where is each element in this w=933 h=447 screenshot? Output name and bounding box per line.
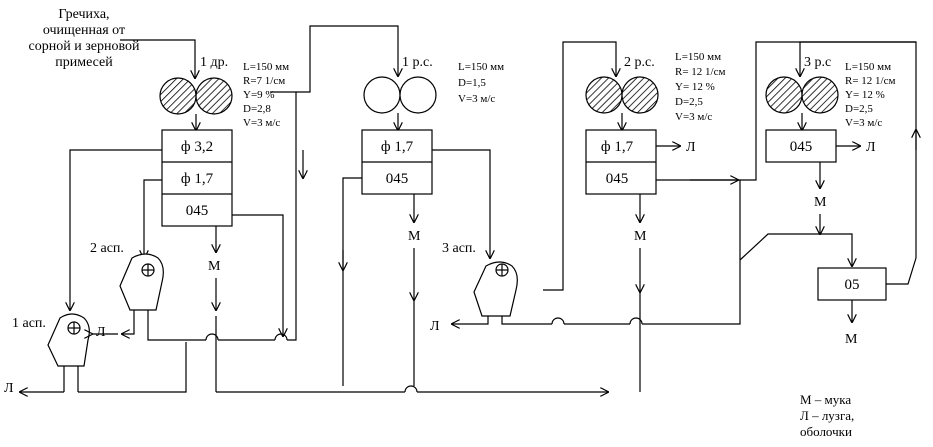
aspirator-2: 2 асп. bbox=[90, 241, 164, 311]
machine-4-label: 3 р.с bbox=[804, 55, 831, 70]
sifter-2: ф 1,7 045 bbox=[361, 129, 433, 195]
machine-1: 1 др. L=150 мм R=7 1/см Y=9 % D=2,8 V=3 … bbox=[159, 55, 289, 129]
roll-icon bbox=[159, 77, 197, 115]
sifter-1: ф 3,2 ф 1,7 045 bbox=[161, 129, 233, 227]
input-label-line-3: сорной и зерновой bbox=[29, 39, 140, 54]
roll-icon bbox=[621, 76, 659, 114]
machine-2-param: L=150 мм bbox=[458, 61, 504, 73]
machine-3-param: R= 12 1/см bbox=[675, 66, 725, 78]
husk-output-label: Л bbox=[866, 140, 876, 155]
machine-4-param: V=3 м/с bbox=[845, 117, 882, 129]
roll-icon bbox=[585, 76, 623, 114]
sifter-3-fraction-1: ф 1,7 bbox=[601, 139, 634, 155]
roll-icon bbox=[399, 76, 437, 114]
input-flow-line bbox=[120, 39, 195, 78]
machine-2-param: V=3 м/с bbox=[458, 93, 495, 105]
machine-1-param: R=7 1/см bbox=[243, 75, 285, 87]
machine-4-param: L=150 мм bbox=[845, 61, 891, 73]
sifter-1-fraction-1: ф 3,2 bbox=[181, 139, 213, 155]
sifter-3: ф 1,7 045 bbox=[585, 129, 657, 195]
husk-output-label: Л bbox=[430, 319, 440, 334]
input-label-line-4: примесей bbox=[55, 55, 113, 70]
husk-output-label: Л bbox=[4, 381, 14, 396]
machine-3-label: 2 р.с. bbox=[624, 55, 655, 70]
sifter-2-fraction-1: ф 1,7 bbox=[381, 139, 414, 155]
machine-4-param: R= 12 1/см bbox=[845, 75, 895, 87]
legend-item: оболочки bbox=[800, 424, 852, 439]
machine-3-param: V=3 м/с bbox=[675, 111, 712, 123]
machine-2: 1 р.с. L=150 мм D=1,5 V=3 м/с bbox=[363, 55, 504, 114]
flour-output-label: М bbox=[634, 229, 647, 244]
sifter-4: 045 bbox=[765, 129, 837, 163]
machine-3-param: D=2,5 bbox=[675, 96, 703, 108]
machine-1-param: L=150 мм bbox=[243, 61, 289, 73]
legend-item: М – мука bbox=[800, 392, 851, 407]
machine-1-param: Y=9 % bbox=[243, 89, 275, 101]
aspirator-3-label: 3 асп. bbox=[442, 241, 476, 256]
machine-1-label: 1 др. bbox=[200, 55, 228, 70]
aspirator-1: 1 асп. bbox=[12, 313, 90, 367]
husk-output-label: Л bbox=[96, 325, 106, 340]
machine-1-param: D=2,8 bbox=[243, 103, 271, 115]
machine-3: 2 р.с. L=150 мм R= 12 1/см Y= 12 % D=2,5… bbox=[585, 51, 725, 123]
aspirator-2-label: 2 асп. bbox=[90, 241, 124, 256]
sifter-4-fraction-1: 045 bbox=[790, 139, 813, 155]
aspirator-3: 3 асп. bbox=[442, 241, 518, 317]
machine-4-param: Y= 12 % bbox=[845, 89, 885, 101]
flour-output-label: М bbox=[814, 195, 827, 210]
input-label-line-2: очищенная от bbox=[43, 23, 125, 38]
roll-icon bbox=[195, 77, 233, 115]
sifter-1-fraction-3: 045 bbox=[186, 203, 209, 219]
input-label: Гречиха, очищенная от сорной и зерновой … bbox=[29, 7, 140, 70]
husk-output-label: Л bbox=[686, 140, 696, 155]
flour-output-label: М bbox=[408, 229, 421, 244]
machine-2-label: 1 р.с. bbox=[402, 55, 433, 70]
sifter-5: 05 bbox=[817, 267, 887, 301]
flour-output-label: М bbox=[208, 259, 221, 274]
roll-icon bbox=[801, 76, 839, 114]
machine-2-param: D=1,5 bbox=[458, 77, 486, 89]
flour-output-label: М bbox=[845, 332, 858, 347]
roll-icon bbox=[765, 76, 803, 114]
machine-4-param: D=2,5 bbox=[845, 103, 873, 115]
input-label-line-1: Гречиха, bbox=[58, 7, 109, 22]
machine-3-param: L=150 мм bbox=[675, 51, 721, 63]
machine-4: 3 р.с L=150 мм R= 12 1/см Y= 12 % D=2,5 … bbox=[765, 55, 895, 129]
sifter-5-fraction-1: 05 bbox=[845, 277, 860, 293]
roll-icon bbox=[363, 76, 401, 114]
machine-3-param: Y= 12 % bbox=[675, 81, 715, 93]
aspirator-1-label: 1 асп. bbox=[12, 316, 46, 331]
sifter-2-fraction-2: 045 bbox=[386, 171, 409, 187]
machine-1-param: V=3 м/с bbox=[243, 117, 280, 129]
sifter-1-fraction-2: ф 1,7 bbox=[181, 171, 214, 187]
legend-item: Л – лузга, bbox=[800, 408, 854, 423]
legend: М – мука Л – лузга, оболочки bbox=[800, 392, 854, 439]
sifter-3-fraction-2: 045 bbox=[606, 171, 629, 187]
